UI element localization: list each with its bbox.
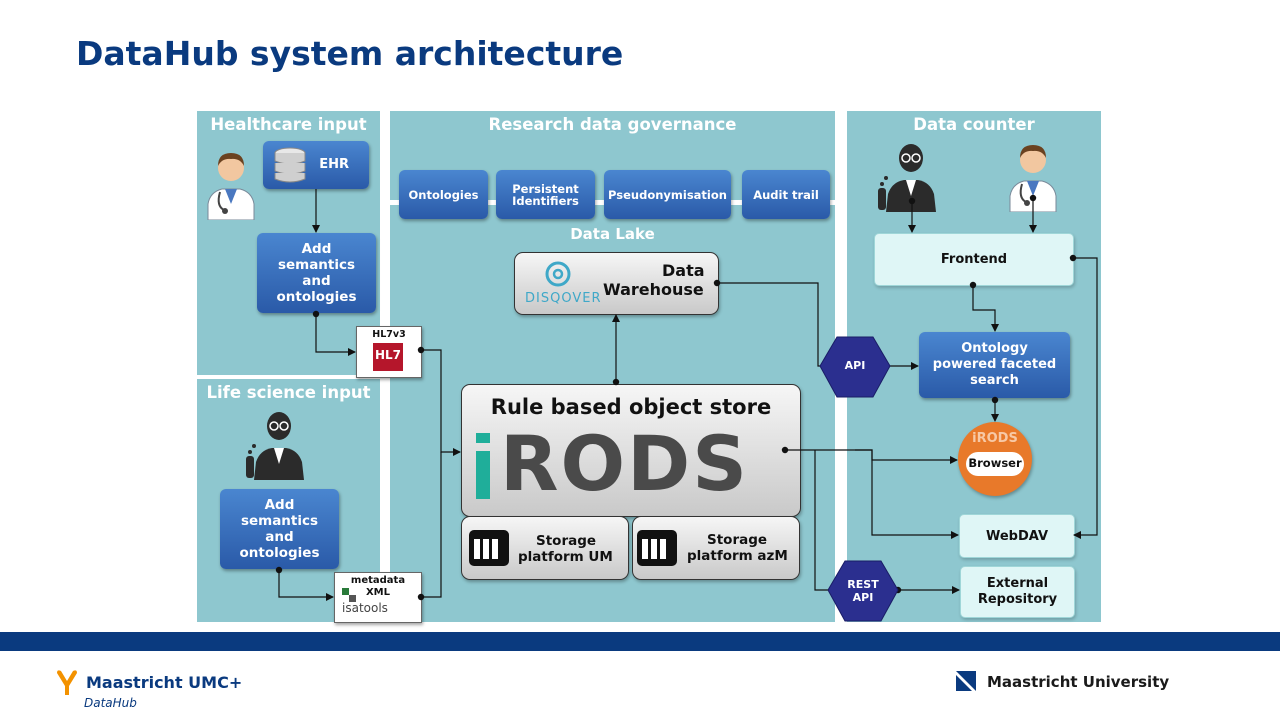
- external-repository-line-1: External: [986, 576, 1049, 591]
- pseudonymisation-label: Pseudonymisation: [608, 187, 727, 202]
- isatools-logo-icon: [342, 588, 356, 602]
- faceted-search-line-2: powered faceted: [932, 357, 1057, 372]
- storage-azm-line-2: platform azM: [687, 548, 788, 564]
- arrow-irods-to-browser: [785, 449, 958, 464]
- ontologies-box[interactable]: Ontologies: [399, 170, 488, 219]
- persistent-identifiers-box[interactable]: Persistent Identifiers: [496, 170, 595, 219]
- api-label: API: [844, 359, 866, 372]
- hl7-logo-text: HL7: [374, 348, 402, 362]
- arrow-frontend-to-faceted: [972, 285, 999, 332]
- ehr-box[interactable]: EHR: [263, 141, 369, 189]
- panel-title-data-counter: Data counter: [913, 115, 1035, 134]
- storage-um-box[interactable]: Storage platform UM: [461, 516, 629, 580]
- faceted-search-line-1: Ontology: [961, 341, 1028, 356]
- external-repository-line-2: Repository: [977, 592, 1058, 607]
- add-semantics-line-3: and: [265, 529, 294, 545]
- storage-azm-line-1: Storage: [707, 532, 768, 548]
- metadata-title-line-1: metadata: [350, 575, 406, 586]
- data-warehouse-line-2: Warehouse: [603, 280, 704, 299]
- webdav-box[interactable]: WebDAV: [959, 514, 1075, 558]
- hl7v3-title: HL7v3: [372, 329, 406, 340]
- storage-azm-box[interactable]: Storage platform azM: [632, 516, 800, 580]
- api-hexagon: [819, 336, 891, 398]
- persistent-identifiers-line-2: Identifiers: [512, 193, 579, 208]
- umc-logo-icon: [57, 670, 77, 695]
- add-semantics-line-2: semantics: [240, 513, 319, 529]
- add-semantics-line-4: ontologies: [276, 289, 357, 305]
- audit-trail-box[interactable]: Audit trail: [742, 170, 830, 219]
- data-warehouse-line-1: Data: [662, 261, 705, 280]
- disqover-label: DISQOVER: [525, 291, 602, 306]
- faceted-search-box[interactable]: Ontology powered faceted search: [919, 332, 1070, 398]
- metadata-title-line-2: XML: [365, 587, 391, 598]
- add-semantics-box-healthcare[interactable]: Add semantics and ontologies: [257, 233, 376, 313]
- frontend-label: Frontend: [940, 252, 1008, 267]
- um-name: Maastricht University: [987, 673, 1170, 691]
- faceted-search-line-3: search: [970, 373, 1019, 388]
- add-semantics-line-2: semantics: [277, 257, 356, 273]
- disqover-logo-icon: [545, 261, 571, 287]
- storage-um-line-2: platform UM: [518, 549, 613, 565]
- hl7-logo-icon: HL7: [373, 343, 403, 371]
- irods-browser-circle[interactable]: iRODS Browser: [958, 422, 1032, 496]
- scientist-icon: [246, 412, 304, 480]
- add-semantics-box-life-science[interactable]: Add semantics and ontologies: [220, 489, 339, 569]
- database-icon: [274, 147, 306, 183]
- rule-store-label: Rule based object store: [490, 395, 772, 419]
- add-semantics-line-3: and: [302, 273, 331, 289]
- line-irods-to-rest: [814, 450, 830, 591]
- rest-api-line-2: API: [852, 591, 874, 604]
- umc-name: Maastricht UMC+: [86, 673, 243, 692]
- server-icon: [469, 530, 509, 566]
- server-icon: [637, 530, 677, 566]
- irods-logo-text: RODS: [500, 419, 749, 508]
- external-repository-box[interactable]: External Repository: [960, 566, 1075, 618]
- scientist-icon-counter: [878, 144, 936, 212]
- doctor-icon-counter: [1009, 145, 1057, 212]
- persistent-identifiers-line-1: Persistent: [512, 181, 579, 196]
- footer-bar: [0, 632, 1280, 651]
- browser-logo-text: iRODS: [972, 431, 1018, 446]
- add-semantics-line-4: ontologies: [239, 545, 320, 561]
- frontend-box[interactable]: Frontend: [874, 233, 1074, 286]
- panel-title-healthcare: Healthcare input: [210, 115, 367, 134]
- irods-i-mark-icon: [476, 433, 490, 499]
- irods-object-store-box[interactable]: Rule based object store RODS: [461, 384, 801, 517]
- add-semantics-line-1: Add: [264, 497, 295, 513]
- add-semantics-line-1: Add: [301, 241, 332, 257]
- data-warehouse-box[interactable]: DISQOVER Data Warehouse: [514, 252, 719, 315]
- arrow-irods-to-webdav: [855, 449, 959, 539]
- ehr-label: EHR: [319, 157, 349, 172]
- doctor-icon: [207, 153, 255, 220]
- line-warehouse-to-api: [717, 282, 824, 367]
- storage-um-line-1: Storage: [536, 533, 597, 549]
- metadata-xml-document[interactable]: metadata XML isatools: [334, 572, 422, 623]
- arrow-semantics-to-metadata: [278, 570, 334, 601]
- pseudonymisation-box[interactable]: Pseudonymisation: [604, 170, 731, 219]
- arrow-metadata-to-irods: [421, 452, 442, 598]
- panel-title-data-lake: Data Lake: [570, 225, 655, 243]
- arrow-frontend-to-webdav: [1073, 257, 1098, 539]
- isatools-label: isatools: [342, 601, 388, 615]
- umc-subtitle: DataHub: [84, 696, 137, 710]
- browser-label: Browser: [968, 456, 1022, 470]
- rest-api-hexagon: [827, 560, 899, 622]
- panel-title-life-science: Life science input: [206, 383, 371, 402]
- audit-trail-label: Audit trail: [753, 187, 819, 202]
- rest-api-line-1: REST: [847, 578, 879, 591]
- page-title: DataHub system architecture: [76, 34, 624, 73]
- arrow-semantics-to-hl7: [315, 314, 356, 356]
- um-logo-icon: [956, 671, 976, 691]
- hl7v3-document[interactable]: HL7v3 HL7: [356, 326, 422, 378]
- panel-title-governance: Research data governance: [488, 115, 737, 134]
- cloud-icon: [966, 452, 1024, 476]
- ontologies-label: Ontologies: [408, 187, 479, 202]
- arrow-hl7-to-irods: [421, 349, 461, 456]
- webdav-label: WebDAV: [985, 528, 1049, 544]
